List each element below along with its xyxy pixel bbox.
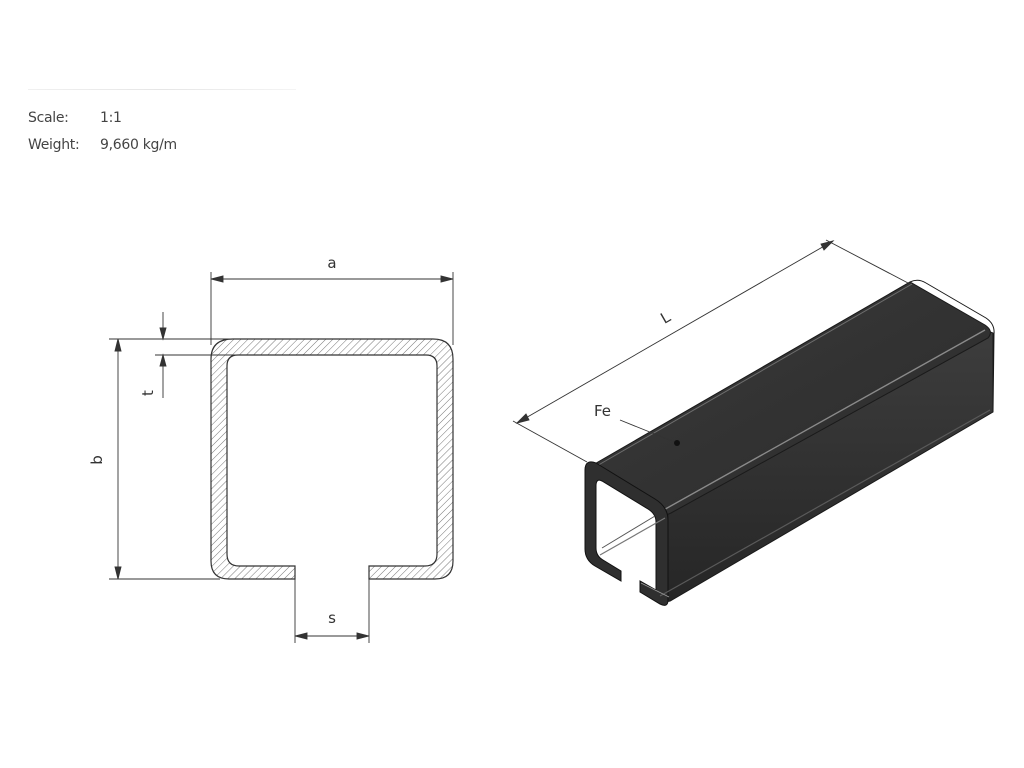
dimension-t-label: t [139, 390, 157, 396]
isometric-profile [584, 279, 995, 606]
title-underline [28, 89, 296, 90]
material-label: Fe [594, 402, 611, 420]
dimension-s [294, 579, 370, 643]
dimension-a [210, 272, 454, 345]
material-leader [619, 419, 680, 446]
dimension-b [109, 338, 220, 580]
weight-value: 9,660 kg/m [100, 136, 177, 153]
dimension-t [155, 312, 236, 398]
cross-section-profile [210, 338, 454, 580]
dimension-a-label: a [327, 254, 336, 272]
scale-row: Scale: 1:1 [28, 104, 177, 131]
scale-value: 1:1 [100, 109, 122, 126]
weight-label: Weight: [28, 136, 80, 153]
weight-row: Weight: 9,660 kg/m [28, 131, 177, 158]
dimension-s-label: s [328, 609, 336, 627]
dimension-L [512, 239, 909, 463]
dimension-L-label: L [657, 307, 674, 327]
dimension-b-label: b [88, 455, 106, 465]
scale-label: Scale: [28, 109, 69, 126]
drawing-info: Scale: 1:1 Weight: 9,660 kg/m [28, 104, 177, 158]
